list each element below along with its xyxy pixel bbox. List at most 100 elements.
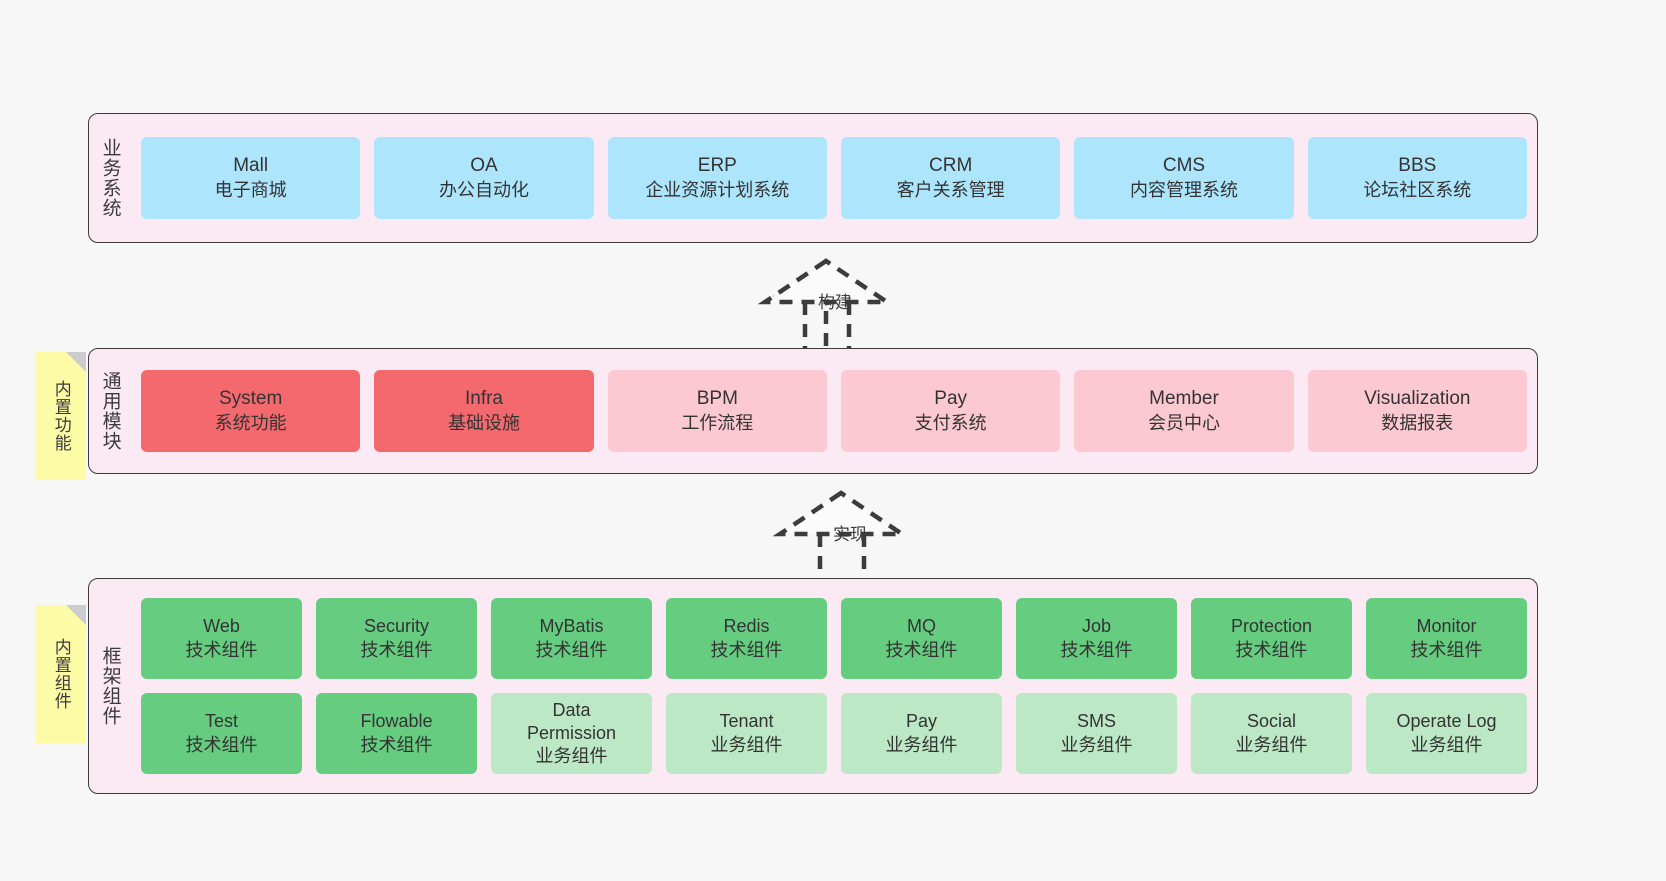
layer-framework-components: 框架组件 Web 技术组件 Security 技术组件 MyBatis 技术组件	[88, 578, 1538, 794]
component-node-pay[interactable]: Pay 业务组件	[841, 693, 1002, 774]
arrowhead-triangle-icon	[772, 490, 910, 537]
connector-implement: 实现	[772, 490, 925, 580]
component-node-social[interactable]: Social 业务组件	[1191, 693, 1352, 774]
node-title: BPM	[696, 388, 738, 410]
node-title: Security	[363, 616, 430, 637]
layer-components-title: 框架组件	[99, 646, 121, 726]
layer-business-title: 业务系统	[99, 138, 121, 218]
page-fold-icon	[66, 352, 86, 372]
business-node-row: Mall 电子商城 OA 办公自动化 ERP 企业资源计划系统 CRM 客户关系…	[137, 137, 1531, 219]
module-node-system[interactable]: System 系统功能	[141, 370, 361, 452]
business-node-oa[interactable]: OA 办公自动化	[374, 137, 594, 219]
node-title: MyBatis	[539, 616, 604, 637]
node-title: Social	[1246, 711, 1297, 732]
connector-build: 构建	[757, 258, 910, 348]
sticky-note-label: 内置功能	[51, 380, 71, 452]
node-title: CMS	[1162, 155, 1206, 177]
node-subtitle: 内容管理系统	[1129, 179, 1238, 200]
node-title: Tenant	[719, 711, 774, 732]
node-title: MQ	[907, 616, 936, 637]
module-node-infra[interactable]: Infra 基础设施	[374, 370, 594, 452]
component-node-security[interactable]: Security 技术组件	[316, 598, 477, 679]
layer-components-body: Web 技术组件 Security 技术组件 MyBatis 技术组件 Redi…	[131, 579, 1537, 793]
node-title: Data Permission	[526, 699, 617, 743]
node-subtitle: 业务组件	[535, 746, 608, 767]
node-title: Web	[203, 616, 240, 637]
node-subtitle: 技术组件	[885, 639, 958, 660]
business-node-erp[interactable]: ERP 企业资源计划系统	[607, 137, 827, 219]
node-subtitle: 会员中心	[1147, 412, 1220, 433]
node-subtitle: 系统功能	[214, 412, 287, 433]
node-subtitle: 技术组件	[1235, 639, 1308, 660]
module-node-member[interactable]: Member 会员中心	[1074, 370, 1294, 452]
arrowhead-triangle-icon	[757, 258, 895, 305]
node-subtitle: 技术组件	[185, 639, 258, 660]
node-subtitle: 技术组件	[1060, 639, 1133, 660]
node-subtitle: 技术组件	[360, 734, 433, 755]
node-title: Pay	[934, 388, 968, 410]
node-subtitle: 工作流程	[681, 412, 754, 433]
node-title: Mall	[233, 155, 269, 177]
component-node-operate-log[interactable]: Operate Log 业务组件	[1366, 693, 1527, 774]
component-node-mybatis[interactable]: MyBatis 技术组件	[491, 598, 652, 679]
node-title: Job	[1081, 616, 1112, 637]
node-subtitle: 业务组件	[710, 734, 783, 755]
node-subtitle: 业务组件	[1235, 734, 1308, 755]
node-title: SMS	[1076, 711, 1116, 732]
module-node-bpm[interactable]: BPM 工作流程	[607, 370, 827, 452]
node-title: ERP	[697, 155, 737, 177]
layer-common-modules: 通用模块 System 系统功能 Infra 基础设施 BPM 工作流程 Pay…	[88, 348, 1538, 474]
node-subtitle: 论坛社区系统	[1363, 179, 1472, 200]
node-title: Infra	[464, 388, 503, 410]
node-title: Redis	[723, 616, 770, 637]
node-title: Protection	[1230, 616, 1313, 637]
node-subtitle: 业务组件	[885, 734, 958, 755]
layer-modules-body: System 系统功能 Infra 基础设施 BPM 工作流程 Pay 支付系统…	[131, 349, 1537, 473]
business-node-cms[interactable]: CMS 内容管理系统	[1074, 137, 1294, 219]
node-title: Pay	[905, 711, 938, 732]
node-title: Flowable	[360, 711, 433, 732]
component-node-protection[interactable]: Protection 技术组件	[1191, 598, 1352, 679]
node-subtitle: 技术组件	[360, 639, 433, 660]
business-node-mall[interactable]: Mall 电子商城	[141, 137, 361, 219]
module-node-visualization[interactable]: Visualization 数据报表	[1307, 370, 1527, 452]
node-subtitle: 电子商城	[214, 179, 287, 200]
node-subtitle: 支付系统	[914, 412, 987, 433]
sticky-note-builtin-components: 内置组件	[36, 605, 86, 743]
node-title: BBS	[1398, 155, 1437, 177]
module-node-row: System 系统功能 Infra 基础设施 BPM 工作流程 Pay 支付系统…	[137, 370, 1531, 452]
component-node-monitor[interactable]: Monitor 技术组件	[1366, 598, 1527, 679]
component-node-flowable[interactable]: Flowable 技术组件	[316, 693, 477, 774]
node-subtitle: 技术组件	[185, 734, 258, 755]
business-node-crm[interactable]: CRM 客户关系管理	[840, 137, 1061, 219]
node-subtitle: 基础设施	[447, 412, 520, 433]
node-title: Member	[1149, 388, 1219, 410]
sticky-note-builtin-features: 内置功能	[36, 352, 86, 480]
component-node-job[interactable]: Job 技术组件	[1016, 598, 1177, 679]
node-subtitle: 客户关系管理	[896, 179, 1005, 200]
node-title: Operate Log	[1396, 711, 1497, 732]
component-node-redis[interactable]: Redis 技术组件	[666, 598, 827, 679]
business-node-bbs[interactable]: BBS 论坛社区系统	[1307, 137, 1527, 219]
node-title: System	[218, 388, 283, 410]
component-node-test[interactable]: Test 技术组件	[141, 693, 302, 774]
node-subtitle: 数据报表	[1381, 412, 1454, 433]
component-row-tech: Web 技术组件 Security 技术组件 MyBatis 技术组件 Redi…	[141, 598, 1527, 679]
node-title: Test	[204, 711, 238, 732]
node-subtitle: 技术组件	[535, 639, 608, 660]
component-node-mq[interactable]: MQ 技术组件	[841, 598, 1002, 679]
node-title: CRM	[929, 155, 973, 177]
component-node-tenant[interactable]: Tenant 业务组件	[666, 693, 827, 774]
node-subtitle: 企业资源计划系统	[645, 179, 790, 200]
component-node-web[interactable]: Web 技术组件	[141, 598, 302, 679]
sticky-note-label: 内置组件	[51, 638, 71, 710]
node-subtitle: 业务组件	[1060, 734, 1133, 755]
node-subtitle: 技术组件	[1410, 639, 1483, 660]
module-node-pay[interactable]: Pay 支付系统	[840, 370, 1061, 452]
component-node-data-permission[interactable]: Data Permission 业务组件	[491, 693, 652, 774]
connector-build-label: 构建	[818, 293, 852, 312]
component-node-sms[interactable]: SMS 业务组件	[1016, 693, 1177, 774]
layer-business-body: Mall 电子商城 OA 办公自动化 ERP 企业资源计划系统 CRM 客户关系…	[131, 114, 1537, 242]
node-subtitle: 技术组件	[710, 639, 783, 660]
